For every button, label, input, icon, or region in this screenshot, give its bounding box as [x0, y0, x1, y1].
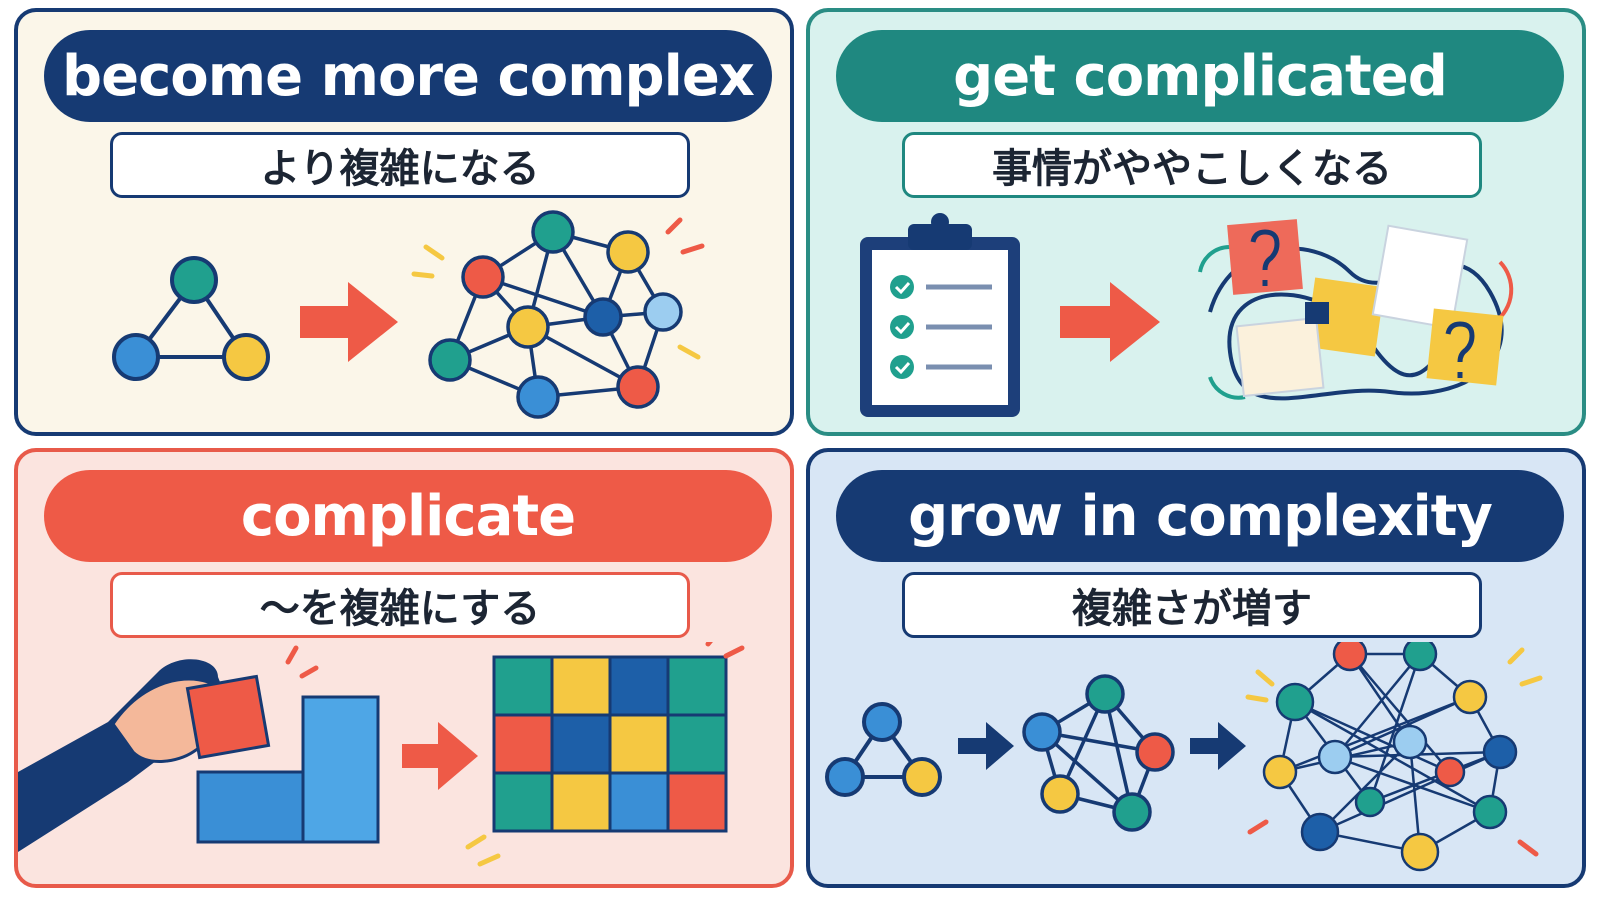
card-subtitle: 〜を複雑にする [110, 572, 690, 638]
card-title: become more complex [44, 30, 772, 122]
card-become-more-complex: become more complex より複雑になる [14, 8, 794, 436]
hand-holding-puzzle-icon [18, 659, 380, 852]
arrow-right-icon [958, 722, 1014, 770]
arrow-right-icon [402, 722, 478, 790]
triangle-network-icon [825, 702, 942, 797]
arrow-right-icon [1060, 282, 1160, 362]
card-get-complicated: get complicated 事情がややこしくなる [806, 8, 1586, 436]
card-title: get complicated [836, 30, 1564, 122]
card-complicate: complicate 〜を複雑にする [14, 448, 794, 888]
tangled-papers-icon [1198, 219, 1514, 401]
sparkle-lines [1245, 647, 1543, 857]
sparkle-lines [285, 642, 745, 867]
arrow-right-icon [1190, 722, 1246, 770]
arrow-right-icon [300, 282, 398, 362]
triangle-network-icon [112, 256, 270, 381]
clipboard-checklist-icon [860, 213, 1020, 417]
card-illustration [825, 642, 1543, 872]
card-subtitle: より複雑になる [110, 132, 690, 198]
card-illustration [860, 213, 1514, 417]
card-grow-in-complexity: grow in complexity 複雑さが増す [806, 448, 1586, 888]
card-illustration [18, 642, 745, 867]
card-subtitle: 事情がややこしくなる [902, 132, 1482, 198]
complex-network-icon [428, 210, 683, 419]
network-icon [1022, 674, 1175, 832]
card-subtitle: 複雑さが増す [902, 572, 1482, 638]
card-illustration [112, 210, 705, 419]
puzzle-grid-icon [492, 655, 728, 833]
card-title: grow in complexity [836, 470, 1564, 562]
sparkle-lines [411, 217, 705, 360]
card-title: complicate [44, 470, 772, 562]
dense-network-icon [1262, 642, 1518, 872]
